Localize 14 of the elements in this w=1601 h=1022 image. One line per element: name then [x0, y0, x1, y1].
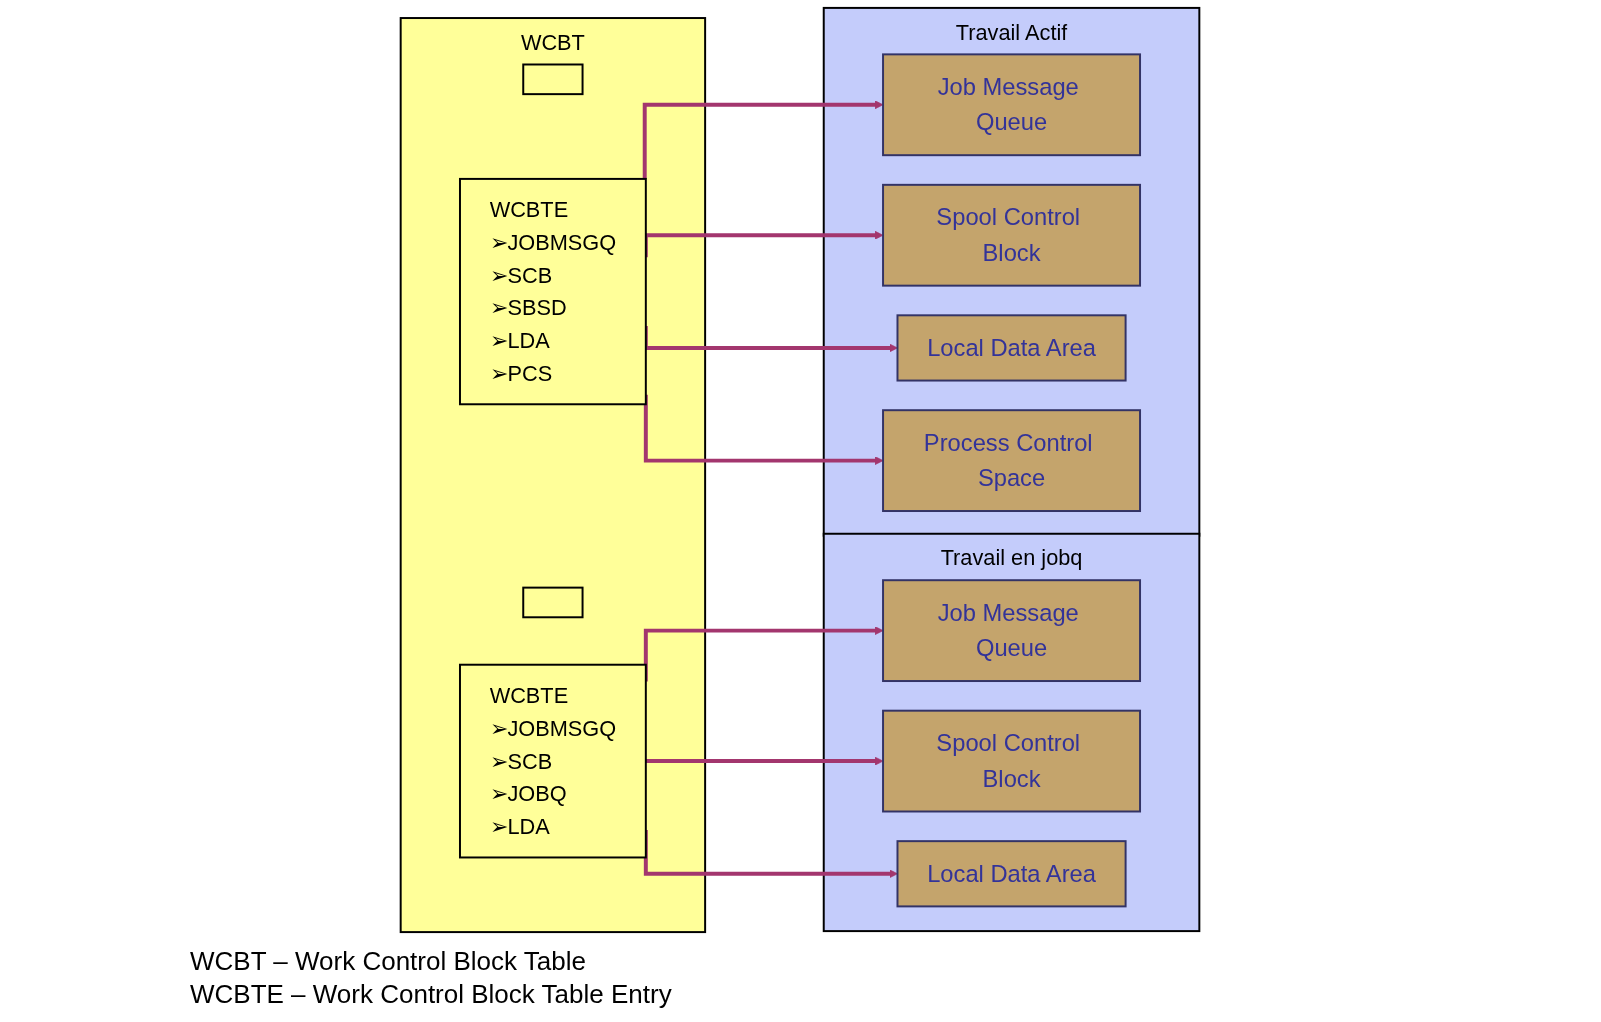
note-text: WCBT – Work Control Block Table [190, 946, 587, 977]
node-box: WCBTE ➢JOBMSGQ ➢SCB ➢SBSD ➢LDA ➢PCS [459, 177, 648, 406]
node-box: WCBTE ➢JOBMSGQ ➢SCB ➢JOBQ ➢LDA [459, 663, 648, 859]
arrow [643, 100, 884, 179]
node-box [522, 586, 585, 619]
note-text: WCBTE – Work Control Block Table Entry [190, 979, 673, 1010]
node-box: Spool Control Block [882, 709, 1142, 813]
node-box: Local Data Area [897, 314, 1128, 382]
node-box: Process Control Space [882, 409, 1142, 512]
node-box: Job Message Queue [882, 579, 1142, 682]
node-box: Local Data Area [897, 840, 1128, 908]
node-box [522, 63, 585, 96]
node-box: Spool Control Block [882, 183, 1142, 287]
node-box: Job Message Queue [882, 53, 1142, 157]
